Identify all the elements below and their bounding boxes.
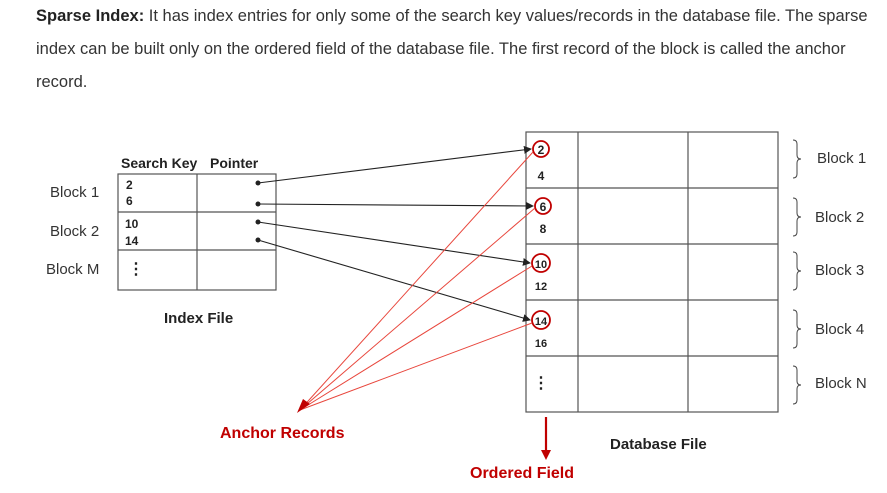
index-file-caption: Index File xyxy=(164,310,233,327)
db-anchor-14: 14 xyxy=(535,316,548,328)
index-row-label-blockm: Block M xyxy=(46,261,99,278)
intro-term: Sparse Index: xyxy=(36,7,145,25)
anchor-records-label: Anchor Records xyxy=(220,425,345,442)
db-block-label-n: Block N xyxy=(815,375,867,392)
brace-blockn xyxy=(792,365,802,405)
database-file-caption: Database File xyxy=(610,436,707,453)
anchor-circle-2 xyxy=(532,140,550,158)
brace-block4 xyxy=(792,309,802,349)
pointer-arrow-14 xyxy=(257,239,531,322)
db-value-12: 12 xyxy=(535,281,547,293)
anchor-line-1 xyxy=(299,151,534,411)
intro-paragraph: Sparse Index: It has index entries for o… xyxy=(36,0,881,99)
anchor-circle-10 xyxy=(531,253,551,273)
brace-block2 xyxy=(792,197,802,237)
pointer-arrow-6 xyxy=(257,201,534,210)
brace-block3 xyxy=(792,251,802,291)
intro-text: It has index entries for only some of th… xyxy=(36,7,868,91)
db-block-label-2: Block 2 xyxy=(815,209,864,226)
pointer-arrow-2 xyxy=(257,145,532,184)
db-block-label-3: Block 3 xyxy=(815,262,864,279)
db-block-label-4: Block 4 xyxy=(815,321,864,338)
index-file-table: Search Key Pointer Block 1 Block 2 Block… xyxy=(46,155,277,327)
index-key-6: 6 xyxy=(126,194,133,208)
db-anchor-10: 10 xyxy=(535,259,547,271)
ordered-field-arrowhead xyxy=(541,450,551,460)
pointer-arrows xyxy=(257,145,534,322)
index-key-ellipsis: ⋮ xyxy=(128,261,144,278)
anchor-circle-6 xyxy=(534,197,552,215)
brace-block1 xyxy=(792,139,802,179)
db-value-8: 8 xyxy=(540,222,547,236)
block-labels xyxy=(792,139,802,405)
anchor-record-lines xyxy=(299,151,536,411)
anchor-line-4 xyxy=(299,322,533,411)
database-file-table: 2 4 6 8 10 12 14 16 ⋮ Database File xyxy=(525,131,779,453)
index-row-label-block1: Block 1 xyxy=(50,184,99,201)
index-key-2: 2 xyxy=(126,178,133,192)
db-anchor-2: 2 xyxy=(538,143,545,157)
ordered-field-label: Ordered Field xyxy=(470,465,574,482)
index-row-label-block2: Block 2 xyxy=(50,223,99,240)
db-value-4: 4 xyxy=(538,169,545,183)
anchor-records-arrowhead xyxy=(297,399,310,413)
db-block-label-1: Block 1 xyxy=(817,150,866,167)
index-key-10: 10 xyxy=(125,217,139,231)
db-value-ellipsis: ⋮ xyxy=(533,375,549,392)
anchor-line-3 xyxy=(299,265,533,411)
anchor-line-2 xyxy=(299,207,536,411)
pointer-arrow-10 xyxy=(257,221,531,266)
db-value-16: 16 xyxy=(535,338,547,350)
db-anchor-6: 6 xyxy=(540,200,547,214)
search-key-header: Search Key xyxy=(121,155,197,171)
anchor-circle-14 xyxy=(531,310,551,330)
pointer-header: Pointer xyxy=(210,155,259,171)
index-key-14: 14 xyxy=(125,234,139,248)
